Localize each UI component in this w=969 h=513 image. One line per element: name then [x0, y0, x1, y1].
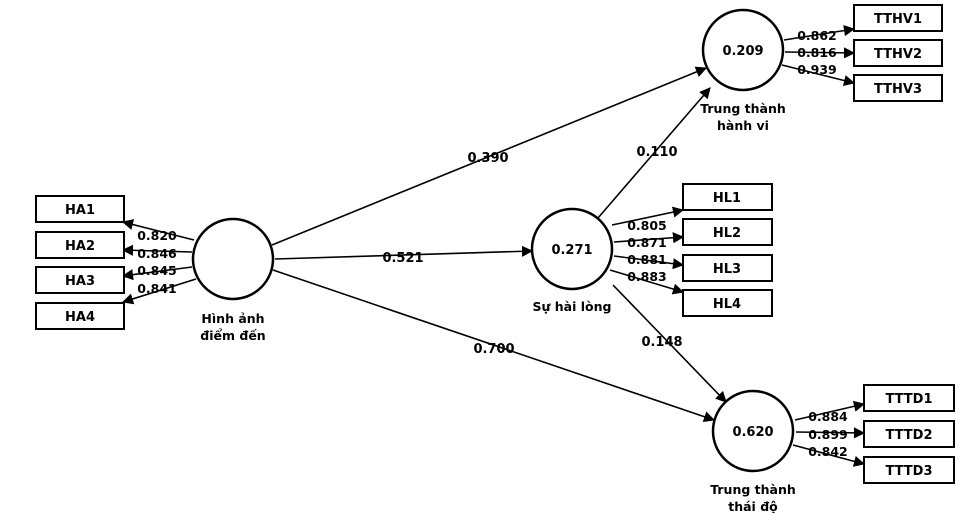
indicator-tthv3: TTHV3 — [853, 74, 943, 102]
loadings-behavioral: 0.862 0.816 0.939 — [797, 28, 837, 77]
indicator-ha3: HA3 — [35, 266, 125, 294]
construct-name-attitudinal-line1: Trung thành — [710, 482, 796, 497]
arrow-tthv1 — [783, 25, 856, 41]
arrow-ha3 — [121, 266, 193, 281]
construct-name-image-line2: điểm đến — [200, 328, 265, 343]
indicator-label: TTHV1 — [874, 12, 922, 27]
measurement-arrows — [121, 25, 866, 467]
indicator-tthv2: TTHV2 — [853, 39, 943, 67]
construct-satisfaction: 0.271 — [530, 207, 614, 291]
construct-names: Hình ảnh điểm đến Sự hài lòng Trung thàn… — [200, 101, 795, 513]
loading-tthv3: 0.939 — [797, 62, 837, 77]
construct-attitudinal: 0.620 — [711, 389, 795, 473]
coef-image-attitudinal: 0.700 — [473, 342, 514, 357]
indicator-label: TTTD3 — [885, 464, 932, 479]
indicator-hl1: HL1 — [682, 183, 773, 211]
loading-tttd3: 0.842 — [808, 444, 848, 459]
structural-paths — [271, 66, 727, 423]
indicator-label: HA1 — [65, 203, 95, 218]
indicator-label: HA2 — [65, 239, 95, 254]
construct-behavioral: 0.209 — [701, 8, 785, 92]
loading-hl3: 0.881 — [627, 252, 667, 267]
arrow-hl3 — [613, 255, 685, 270]
path-image-to-satisfaction — [274, 245, 534, 260]
arrow-ha2 — [121, 244, 193, 256]
indicator-label: HL4 — [713, 297, 741, 312]
indicator-label: HL1 — [713, 191, 741, 206]
indicator-hl2: HL2 — [682, 218, 773, 246]
indicator-label: TTTD2 — [885, 428, 932, 443]
loading-tttd2: 0.899 — [808, 427, 848, 442]
coef-image-behavioral: 0.390 — [467, 151, 508, 166]
path-image-to-behavioral — [271, 66, 708, 246]
construct-name-satisfaction: Sự hài lòng — [533, 299, 612, 314]
indicator-label: TTHV3 — [874, 82, 922, 97]
loadings-image: 0.820 0.846 0.845 0.841 — [137, 228, 177, 296]
loading-tthv2: 0.816 — [797, 45, 837, 60]
indicator-tttd3: TTTD3 — [863, 456, 955, 484]
loading-ha3: 0.845 — [137, 263, 177, 278]
loading-ha4: 0.841 — [137, 281, 177, 296]
loadings-attitudinal: 0.884 0.899 0.842 — [808, 409, 848, 459]
construct-name-image-line1: Hình ảnh — [201, 311, 264, 326]
indicator-label: TTHV2 — [874, 47, 922, 62]
loading-ha2: 0.846 — [137, 246, 177, 261]
indicator-ha1: HA1 — [35, 195, 125, 223]
construct-image — [191, 217, 275, 301]
indicator-ha4: HA4 — [35, 302, 125, 330]
indicators-attitudinal: TTTD1 TTTD2 TTTD3 — [863, 384, 955, 484]
path-satisfaction-to-attitudinal — [612, 284, 727, 403]
path-satisfaction-to-behavioral — [597, 87, 711, 219]
coef-satisfaction-behavioral: 0.110 — [636, 145, 677, 160]
path-image-to-attitudinal — [272, 269, 716, 423]
arrow-hl1 — [611, 206, 685, 226]
indicator-hl3: HL3 — [682, 254, 773, 282]
construct-name-behavioral-line2: hành vi — [717, 118, 769, 133]
indicator-hl4: HL4 — [682, 289, 773, 317]
arrow-tthv3 — [781, 64, 856, 86]
indicator-ha2: HA2 — [35, 231, 125, 259]
indicator-label: HA4 — [65, 310, 95, 325]
indicator-label: TTTD1 — [885, 392, 932, 407]
indicators-satisfaction: HL1 HL2 HL3 HL4 — [682, 183, 773, 317]
arrow-hl2 — [613, 232, 685, 244]
arrow-hl4 — [609, 269, 685, 295]
arrow-tttd2 — [795, 427, 866, 439]
loading-hl2: 0.871 — [627, 235, 667, 250]
construct-r2: 0.209 — [722, 44, 763, 59]
arrow-ha1 — [121, 219, 195, 241]
arrow-tttd3 — [792, 444, 866, 467]
loading-hl1: 0.805 — [627, 218, 667, 233]
construct-r2: 0.271 — [551, 243, 592, 258]
loading-hl4: 0.883 — [627, 269, 667, 284]
indicator-label: HA3 — [65, 274, 95, 289]
indicators-image: HA1 HA2 HA3 HA4 — [35, 195, 125, 330]
loading-tttd1: 0.884 — [808, 409, 848, 424]
construct-r2: 0.620 — [732, 425, 773, 440]
indicator-tthv1: TTHV1 — [853, 4, 943, 32]
indicator-tttd2: TTTD2 — [863, 420, 955, 448]
construct-name-behavioral-line1: Trung thành — [700, 101, 786, 116]
construct-name-attitudinal-line2: thái độ — [728, 499, 778, 513]
indicators-behavioral: TTHV1 TTHV2 TTHV3 — [853, 4, 943, 102]
indicator-label: HL2 — [713, 226, 741, 241]
loadings-satisfaction: 0.805 0.871 0.881 0.883 — [627, 218, 667, 284]
coef-satisfaction-attitudinal: 0.148 — [641, 335, 682, 350]
path-coefficients: 0.390 0.521 0.700 0.110 0.148 — [382, 145, 682, 357]
loading-ha1: 0.820 — [137, 228, 177, 243]
indicator-tttd1: TTTD1 — [863, 384, 955, 412]
arrow-tthv2 — [784, 47, 856, 59]
arrow-ha4 — [121, 278, 197, 305]
loading-tthv1: 0.862 — [797, 28, 837, 43]
arrow-tttd1 — [794, 400, 866, 421]
coef-image-satisfaction: 0.521 — [382, 251, 423, 266]
indicator-label: HL3 — [713, 262, 741, 277]
